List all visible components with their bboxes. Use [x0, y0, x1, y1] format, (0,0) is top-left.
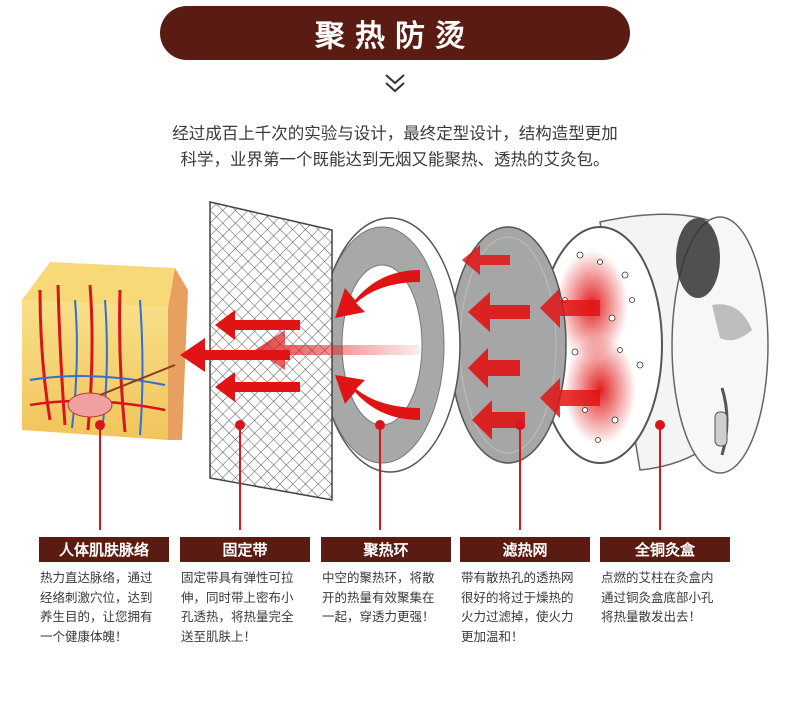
page-title: 聚热防烫 [315, 19, 475, 54]
heat-flow-arrows [180, 245, 600, 440]
desc-line: 带有散热孔的透热网 [461, 570, 574, 585]
desc-line: 养生目的，让您拥有 [40, 609, 153, 624]
desc-line: 火力过滤掉，使火力 [461, 609, 574, 624]
exploded-structure-diagram [22, 201, 769, 530]
label-pointer-dots [95, 420, 665, 430]
desc-line: 中空的聚热环，将散 [322, 570, 435, 585]
label-filter-net-text: 滤热网 [502, 541, 548, 559]
desc-line: 固定带具有弹性可拉 [181, 570, 294, 585]
label-pointers [99, 425, 661, 530]
desc-line: 更加温和！ [461, 628, 524, 644]
title-banner: 聚热防烫 [160, 6, 630, 60]
label-filter-net: 滤热网 [460, 537, 590, 562]
desc-line: 一起，穿透力更强！ [322, 609, 435, 624]
desc-fixing-strap: 固定带具有弹性可拉 伸，同时带上密布小 孔透热，将热量完全 送至肌肤上！ [181, 568, 294, 646]
intro-text: 经过成百上千次的实验与设计，最终定型设计，结构造型更加 科学，业界第一个既能达到… [60, 121, 730, 173]
label-skin-meridians: 人体肌肤脉络 [39, 537, 169, 562]
desc-line: 很好的将过于燥热的 [461, 589, 574, 605]
desc-line: 通过铜灸盒底部小孔 [601, 589, 714, 605]
label-heat-ring: 聚热环 [321, 537, 451, 562]
label-copper-box-text: 全铜灸盒 [634, 541, 695, 559]
desc-filter-net: 带有散热孔的透热网 很好的将过于燥热的 火力过滤掉，使火力 更加温和！ [461, 568, 574, 646]
desc-line: 伸，同时带上密布小 [181, 589, 294, 605]
desc-copper-box: 点燃的艾柱在灸盒内 通过铜灸盒底部小孔 将热量散发出去！ [601, 568, 714, 627]
desc-line: 将热量散发出去！ [601, 609, 702, 624]
desc-line: 开的热量有效聚集在 [322, 589, 435, 605]
double-chevron-down-icon [385, 74, 405, 93]
filter-net-illustration [449, 226, 567, 464]
intro-line-1: 经过成百上千次的实验与设计，最终定型设计，结构造型更加 [172, 124, 618, 143]
skin-cross-section-illustration [22, 262, 188, 440]
desc-line: 送至肌肤上！ [181, 628, 257, 644]
intro-line-2: 科学，业界第一个既能达到无烟又能聚热、透热的艾灸包。 [180, 150, 610, 169]
label-fixing-strap: 固定带 [180, 537, 310, 562]
label-heat-ring-text: 聚热环 [363, 541, 409, 559]
label-skin-meridians-text: 人体肌肤脉络 [58, 541, 149, 559]
label-fixing-strap-text: 固定带 [222, 541, 268, 559]
copper-moxa-box-illustration [537, 213, 769, 474]
desc-line: 孔透热，将热量完全 [181, 609, 294, 624]
desc-line: 经络刺激穴位，达到 [40, 589, 153, 605]
label-copper-box: 全铜灸盒 [600, 537, 730, 562]
desc-heat-ring: 中空的聚热环，将散 开的热量有效聚集在 一起，穿透力更强！ [322, 568, 435, 627]
desc-line: 一个健康体魄！ [40, 628, 128, 644]
desc-line: 热力直达脉络，通过 [40, 570, 153, 585]
desc-line: 点燃的艾柱在灸盒内 [601, 570, 714, 585]
desc-skin-meridians: 热力直达脉络，通过 经络刺激穴位，达到 养生目的，让您拥有 一个健康体魄！ [40, 568, 153, 646]
